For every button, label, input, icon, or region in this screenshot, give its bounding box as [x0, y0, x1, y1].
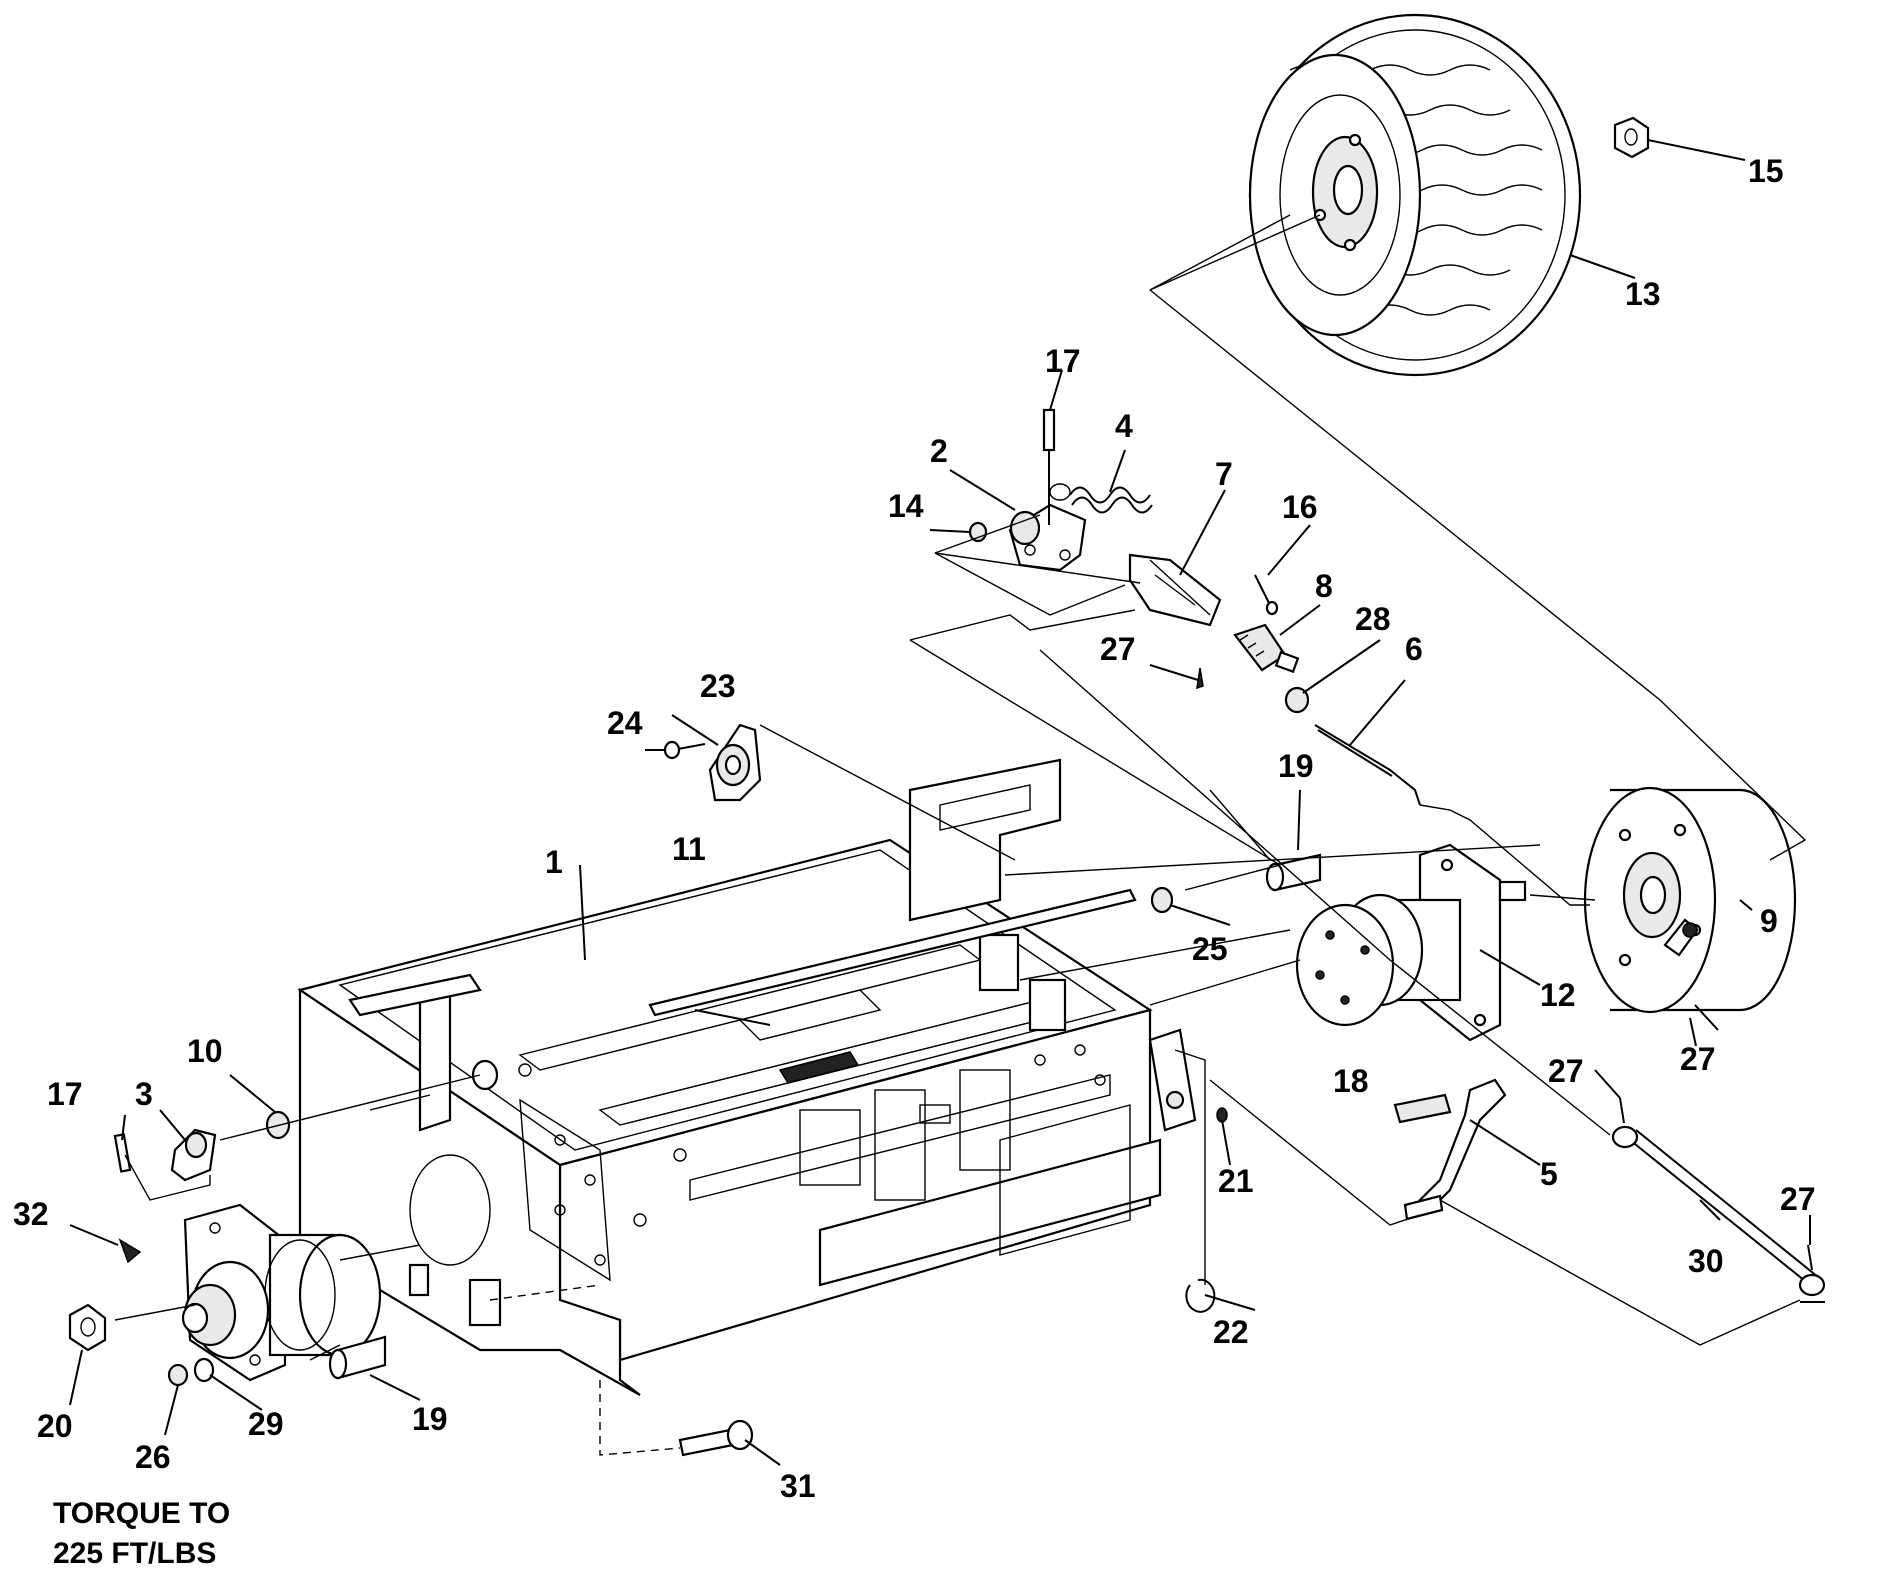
pin-part-17-lower — [113, 1133, 132, 1173]
cotter-pin-part-27-upper — [1196, 667, 1204, 690]
hydraulic-motor-left — [181, 1203, 382, 1382]
hydraulic-motor-part-12 — [1295, 843, 1527, 1042]
callout-11: 11 — [672, 831, 706, 867]
bolt-part-24 — [663, 740, 706, 760]
callout-27-b: 27 — [1780, 1181, 1816, 1217]
linkage-part-7 — [1128, 553, 1222, 627]
torque-note-line-2: 225 FT/LBS — [53, 1537, 216, 1570]
callout-17-lower: 17 — [47, 1076, 83, 1112]
callout-8: 8 — [1315, 568, 1333, 604]
callout-32: 32 — [13, 1196, 49, 1232]
callout-3: 3 — [135, 1076, 153, 1112]
callout-27-d: 27 — [1100, 631, 1136, 667]
callout-23: 23 — [700, 668, 736, 704]
control-rod-part-6 — [1314, 724, 1421, 806]
callout-leaders — [69, 139, 1811, 1466]
hex-nut-part-15 — [1613, 116, 1650, 159]
nut-part-28 — [1284, 686, 1310, 714]
wheel-hub-part-9 — [1583, 786, 1797, 1014]
key-part-32 — [118, 1238, 142, 1264]
callout-19-upper: 19 — [1278, 748, 1314, 784]
callout-31: 31 — [780, 1468, 816, 1504]
callout-15: 15 — [1748, 153, 1784, 189]
callout-7: 7 — [1215, 456, 1233, 492]
callout-28: 28 — [1355, 601, 1391, 637]
tire-wheel-part-13 — [1248, 13, 1582, 377]
bracket-part-3 — [170, 1128, 217, 1182]
callout-4: 4 — [1115, 408, 1133, 444]
washer-part-14 — [968, 521, 988, 543]
callout-26: 26 — [135, 1439, 171, 1475]
callout-25: 25 — [1192, 931, 1228, 967]
callout-27-c: 27 — [1680, 1041, 1716, 1077]
arm-bracket-part-2 — [1008, 503, 1087, 572]
bolt-part-21 — [1216, 1107, 1228, 1123]
callout-18: 18 — [1333, 1063, 1369, 1099]
cotter-pin-part-27-a — [1619, 1097, 1625, 1124]
callout-30: 30 — [1688, 1243, 1724, 1279]
bolt-part-31 — [678, 1419, 754, 1457]
callout-29: 29 — [248, 1406, 284, 1442]
cotter-pin-part-27-b — [1807, 1244, 1813, 1271]
callout-6: 6 — [1405, 631, 1423, 667]
link-part-30 — [1611, 1125, 1826, 1303]
callout-2: 2 — [930, 433, 948, 469]
callout-24: 24 — [607, 705, 643, 741]
assembly-lines — [114, 214, 1807, 1456]
flange-bearing-part-23 — [708, 723, 762, 802]
hex-nut-part-20 — [68, 1303, 107, 1352]
callout-1: 1 — [545, 844, 563, 880]
callout-13: 13 — [1625, 276, 1661, 312]
callout-21: 21 — [1218, 1163, 1254, 1199]
callout-20: 20 — [37, 1408, 73, 1444]
torque-note: TORQUE TO 225 FT/LBS — [53, 1497, 230, 1570]
pin-part-17-upper — [1042, 408, 1056, 525]
nut-part-26 — [167, 1363, 189, 1387]
cross-shaft-part-11 — [648, 888, 1137, 1017]
torque-note-line-1: TORQUE TO — [53, 1497, 230, 1530]
spacer-part-19-upper — [1265, 853, 1322, 892]
callout-5: 5 — [1540, 1156, 1558, 1192]
callout-10: 10 — [187, 1033, 223, 1069]
callout-17-upper: 17 — [1045, 343, 1081, 379]
callout-16: 16 — [1282, 489, 1318, 525]
spring-part-4 — [1049, 483, 1153, 514]
nut-part-25 — [1150, 886, 1174, 914]
callout-9: 9 — [1760, 903, 1778, 939]
yoke-part-8 — [1233, 623, 1300, 674]
spacer-part-19-lower — [328, 1335, 387, 1380]
side-bracket — [1148, 1028, 1197, 1132]
pin-part-16 — [1254, 574, 1279, 616]
callout-27-a: 27 — [1548, 1053, 1584, 1089]
main-frame-part-1 — [297, 758, 1162, 1396]
pad-part-18 — [1393, 1093, 1452, 1124]
callout-22: 22 — [1213, 1314, 1249, 1350]
callout-numbers: 1 2 3 4 5 6 7 8 9 10 11 12 13 14 15 16 1… — [13, 153, 1816, 1504]
retaining-ring-part-22 — [1185, 1278, 1216, 1313]
callout-19-lower: 19 — [412, 1401, 448, 1437]
callout-14: 14 — [888, 488, 924, 524]
washer-part-29 — [193, 1357, 215, 1383]
cotter-pin-part-27-c — [1689, 1017, 1697, 1047]
callout-12: 12 — [1540, 977, 1576, 1013]
